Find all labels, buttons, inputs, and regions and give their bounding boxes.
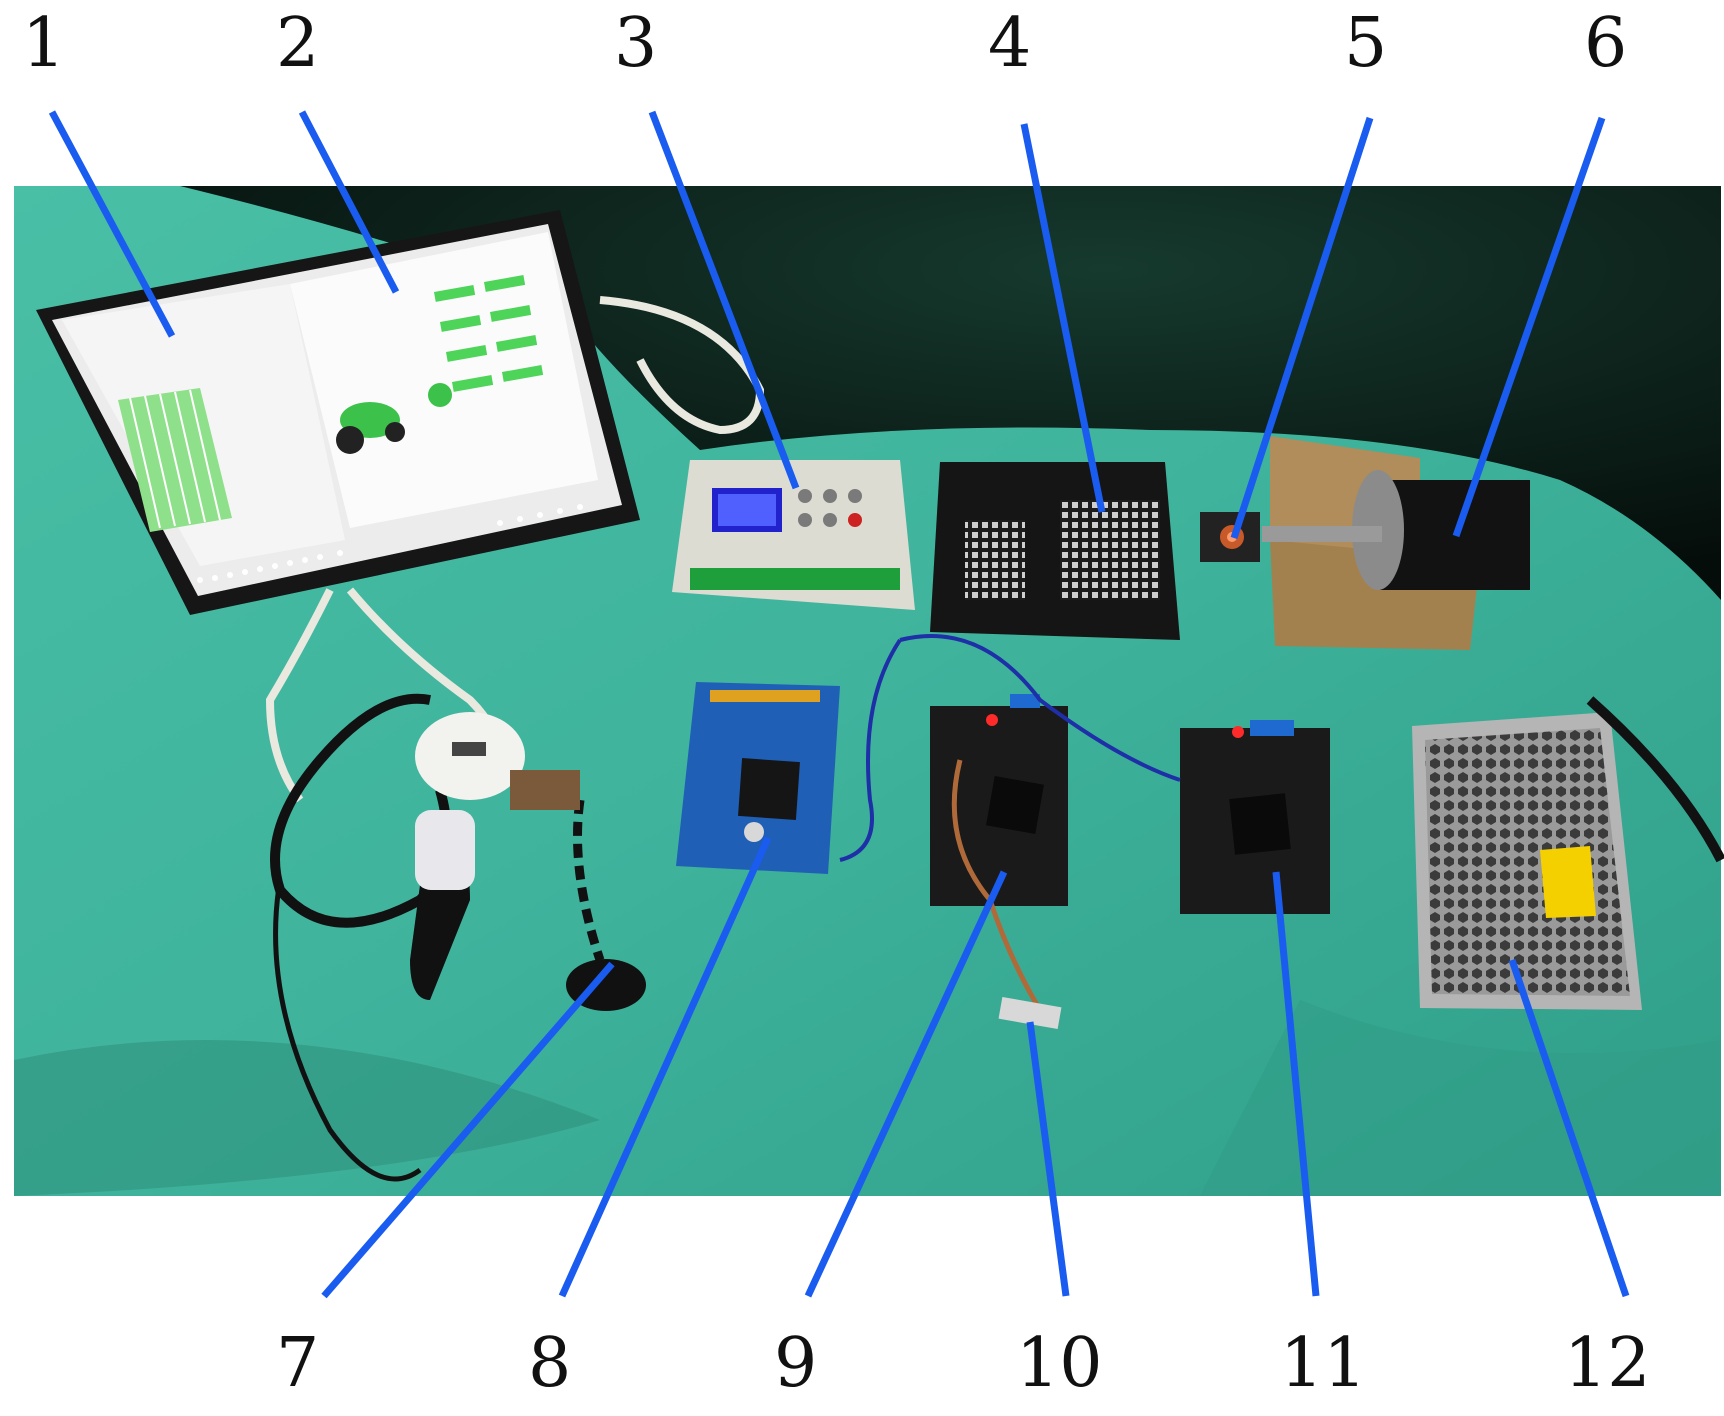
leader-line-9	[804, 870, 1008, 1298]
leader-line-2	[298, 110, 400, 294]
leader-line-6	[1452, 116, 1606, 538]
leader-line-5	[1230, 116, 1374, 540]
label-2: 2	[276, 4, 320, 83]
label-10: 10	[1016, 1324, 1103, 1403]
leader-line-4	[1020, 123, 1106, 513]
antenna-cable	[573, 799, 605, 962]
leader-line-11	[1272, 871, 1320, 1297]
leader-line-8	[558, 836, 772, 1298]
controller-box	[672, 460, 915, 610]
small-sensor	[998, 996, 1062, 1030]
motor-driver	[930, 462, 1180, 640]
label-9: 9	[774, 1324, 818, 1403]
label-12: 12	[1564, 1324, 1651, 1403]
cloth-fold	[14, 1040, 600, 1196]
encoder-sensor	[1200, 512, 1260, 562]
label-4: 4	[988, 4, 1032, 83]
usb-cable	[599, 296, 765, 435]
leader-line-10	[1026, 1021, 1070, 1297]
leader-line-7	[321, 961, 615, 1299]
microcontroller-board-b	[930, 694, 1068, 1012]
label-8: 8	[528, 1324, 572, 1403]
antenna-cable	[273, 879, 422, 1182]
leader-line-1	[48, 110, 176, 338]
leader-line-12	[1508, 958, 1630, 1298]
jumper-wires	[839, 638, 902, 862]
label-1: 1	[22, 4, 66, 83]
label-11: 11	[1280, 1324, 1367, 1403]
cloth-fold	[1200, 1000, 1721, 1196]
jumper-wires	[899, 634, 1181, 782]
power-supply	[1412, 696, 1724, 1010]
tablet-display	[36, 210, 640, 615]
label-3: 3	[614, 4, 658, 83]
label-5: 5	[1344, 4, 1388, 83]
label-7: 7	[276, 1324, 320, 1403]
gnss-receiver	[410, 712, 646, 1011]
leader-line-3	[648, 110, 800, 490]
usb-cable	[265, 588, 334, 803]
label-6: 6	[1584, 4, 1628, 83]
microcontroller-board-a	[676, 682, 840, 874]
microcontroller-board-c	[1180, 720, 1330, 914]
